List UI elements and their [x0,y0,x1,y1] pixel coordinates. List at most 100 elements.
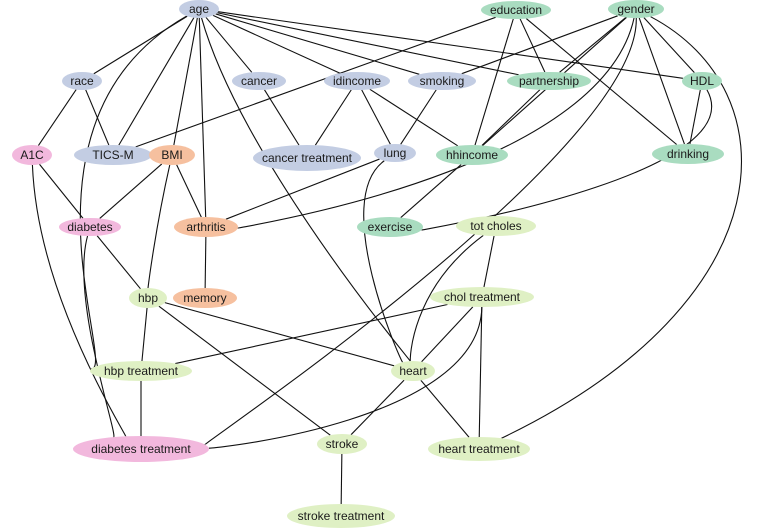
edge-chol-treatment-to-heart [421,306,474,363]
node-label: exercise [368,220,413,234]
node-label: age [189,2,209,16]
edge-age-to-idincome [212,14,341,74]
node-drinking: drinking [652,144,724,164]
node-ellipse [357,217,423,237]
node-ellipse [652,144,724,164]
node-diabetes-treatment: diabetes treatment [73,436,209,462]
edge-heart-to-stroke [350,379,405,436]
node-label: TICS-M [92,148,133,162]
edge-education-to-tics [135,16,496,148]
node-label: memory [183,291,226,305]
node-layer: age education gender race cancer idincome smok… [12,0,724,528]
edge-age-to-heart [201,17,411,362]
node-memory: memory [173,288,237,308]
edge-a1c-to-diabetes-treatment [31,164,127,437]
edge-gender-to-partnership [559,16,627,73]
node-label: A1C [20,148,44,162]
node-idincome: idincome [324,72,390,90]
node-ellipse [232,72,286,90]
node-label: arthritis [186,220,225,234]
node-education: education [481,1,551,19]
edge-gender-to-heart-treatment [501,16,743,439]
node-hdl: HDL [682,72,722,90]
node-label: heart [399,364,427,378]
node-ellipse [62,72,102,90]
node-chol-treatment: chol treatment [430,287,534,307]
node-cancer-treatment: cancer treatment [253,145,361,171]
node-ellipse [430,287,534,307]
node-label: chol treatment [444,290,521,304]
edge-education-to-partnership [519,18,546,73]
node-diabetes: diabetes [59,218,121,236]
node-ellipse [608,0,664,18]
node-ellipse [391,361,435,381]
node-label: race [70,74,94,88]
node-cancer: cancer [232,72,286,90]
edge-age-to-hbp-treatment [79,15,187,370]
node-hbp: hbp [129,288,167,308]
node-label: drinking [667,147,709,161]
node-label: stroke treatment [298,509,385,523]
edge-partnership-to-hhincome [481,89,541,146]
node-label: BMI [161,148,182,162]
node-label: cancer treatment [262,151,353,165]
node-label: tot choles [470,219,521,233]
edge-stroke-to-stroke-treatment [340,453,343,505]
node-ellipse [408,72,476,90]
node-a1c: A1C [12,145,52,165]
node-ellipse [682,72,722,90]
node-ellipse [12,145,52,165]
edge-age-to-bmi [173,17,198,146]
node-ellipse [253,145,361,171]
edge-chol-treatment-to-heart-treatment [478,306,483,438]
edge-chol-treatment-to-diabetes-treatment [208,306,483,449]
edge-gender-to-arthritis [237,17,635,229]
edge-idincome-to-lung [361,89,391,145]
edge-hdl-to-exercise [420,89,712,231]
node-label: heart treatment [438,442,520,456]
node-race: race [62,72,102,90]
edge-hhincome-to-exercise [400,164,462,218]
node-label: smoking [420,74,465,88]
node-ellipse [129,288,167,308]
node-ellipse [456,216,536,236]
edge-hbp-to-hbp-treatment [141,307,148,362]
node-ellipse [59,218,121,236]
edge-education-to-hhincome [474,18,514,146]
edge-age-to-partnership [217,12,519,76]
node-bmi: BMI [149,145,195,165]
edge-a1c-to-diabetes [39,163,84,219]
node-arthritis: arthritis [174,217,238,237]
node-ellipse [174,217,238,237]
edge-idincome-to-hhincome [369,88,459,147]
node-gender: gender [608,0,664,18]
node-smoking: smoking [408,72,476,90]
node-label: idincome [333,74,381,88]
node-hbp-treatment: hbp treatment [90,361,192,381]
edge-cancer-to-cancer-treatment [264,89,300,146]
node-heart: heart [391,361,435,381]
edge-smoking-to-lung [400,89,437,145]
node-label: diabetes treatment [91,442,191,456]
node-label: stroke [326,437,359,451]
node-label: gender [617,2,654,16]
edge-bmi-to-arthritis [176,164,202,218]
node-ellipse [428,437,530,461]
node-ellipse [317,434,367,454]
node-ellipse [287,504,395,528]
edge-gender-to-diabetes-treatment [204,17,637,446]
edge-age-to-smoking [215,13,420,75]
node-stroke: stroke [317,434,367,454]
edge-race-to-a1c [37,89,77,146]
node-ellipse [149,145,195,165]
node-ellipse [481,1,551,19]
node-hhincome: hhincome [436,145,508,165]
node-label: partnership [519,74,579,88]
edge-age-to-cancer [205,17,253,73]
node-label: hbp treatment [104,364,179,378]
edge-hbp-to-stroke [158,305,331,436]
node-age: age [179,0,219,18]
edge-age-to-arthritis [198,17,207,218]
node-partnership: partnership [507,72,591,90]
node-ellipse [74,145,152,165]
